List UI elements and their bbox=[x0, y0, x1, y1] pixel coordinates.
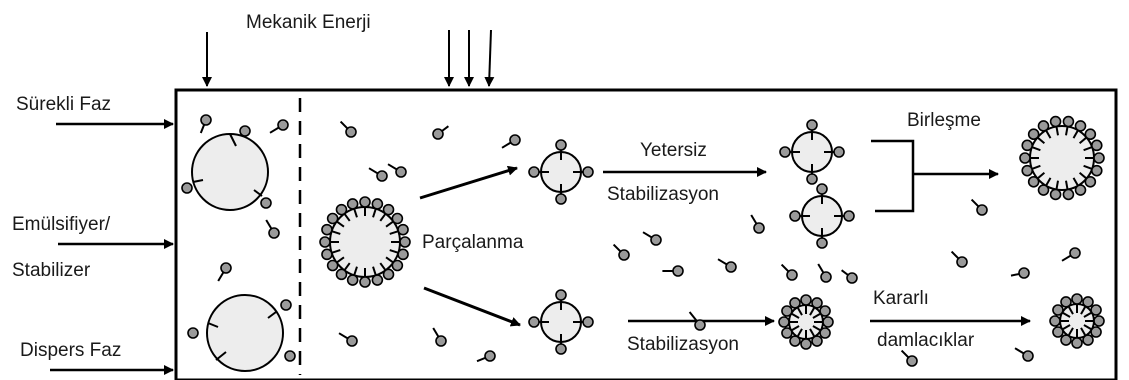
coalesced-droplet bbox=[1020, 117, 1104, 200]
stabilized-droplet bbox=[779, 295, 833, 349]
mechanical-energy-arrows bbox=[207, 30, 491, 86]
stabilization-label: Stabilizasyon bbox=[627, 334, 739, 355]
insufficient-stabilization-label: Stabilizasyon bbox=[607, 184, 719, 205]
emulsifier-label: Emülsifiyer/ bbox=[12, 214, 111, 235]
small-droplet-upper bbox=[529, 140, 593, 204]
fragment-arrow-down bbox=[424, 288, 520, 325]
coalescence-bracket bbox=[871, 141, 913, 211]
mechanical-energy-label: Mekanik Enerji bbox=[246, 12, 371, 33]
stable-droplet-final bbox=[1050, 294, 1104, 348]
unstable-droplet-a bbox=[780, 120, 844, 184]
continuous-phase-label: Sürekli Faz bbox=[16, 94, 111, 115]
large-droplet-bottom bbox=[188, 295, 295, 371]
insufficient-label: Yetersiz bbox=[640, 140, 707, 161]
droplets-label: damlacıklar bbox=[877, 330, 975, 351]
fragmentation-label: Parçalanma bbox=[422, 232, 524, 253]
dispersed-phase-label: Dispers Faz bbox=[20, 340, 121, 361]
coalescence-label: Birleşme bbox=[907, 110, 981, 131]
small-droplet-lower bbox=[529, 290, 593, 354]
large-droplet-top bbox=[182, 126, 271, 210]
unstable-droplet-b bbox=[790, 184, 854, 248]
fragmenting-droplet bbox=[320, 197, 410, 287]
stabilizer-label: Stabilizer bbox=[12, 260, 91, 281]
fragment-arrow-up bbox=[420, 168, 517, 198]
stable-label: Kararlı bbox=[873, 288, 929, 309]
